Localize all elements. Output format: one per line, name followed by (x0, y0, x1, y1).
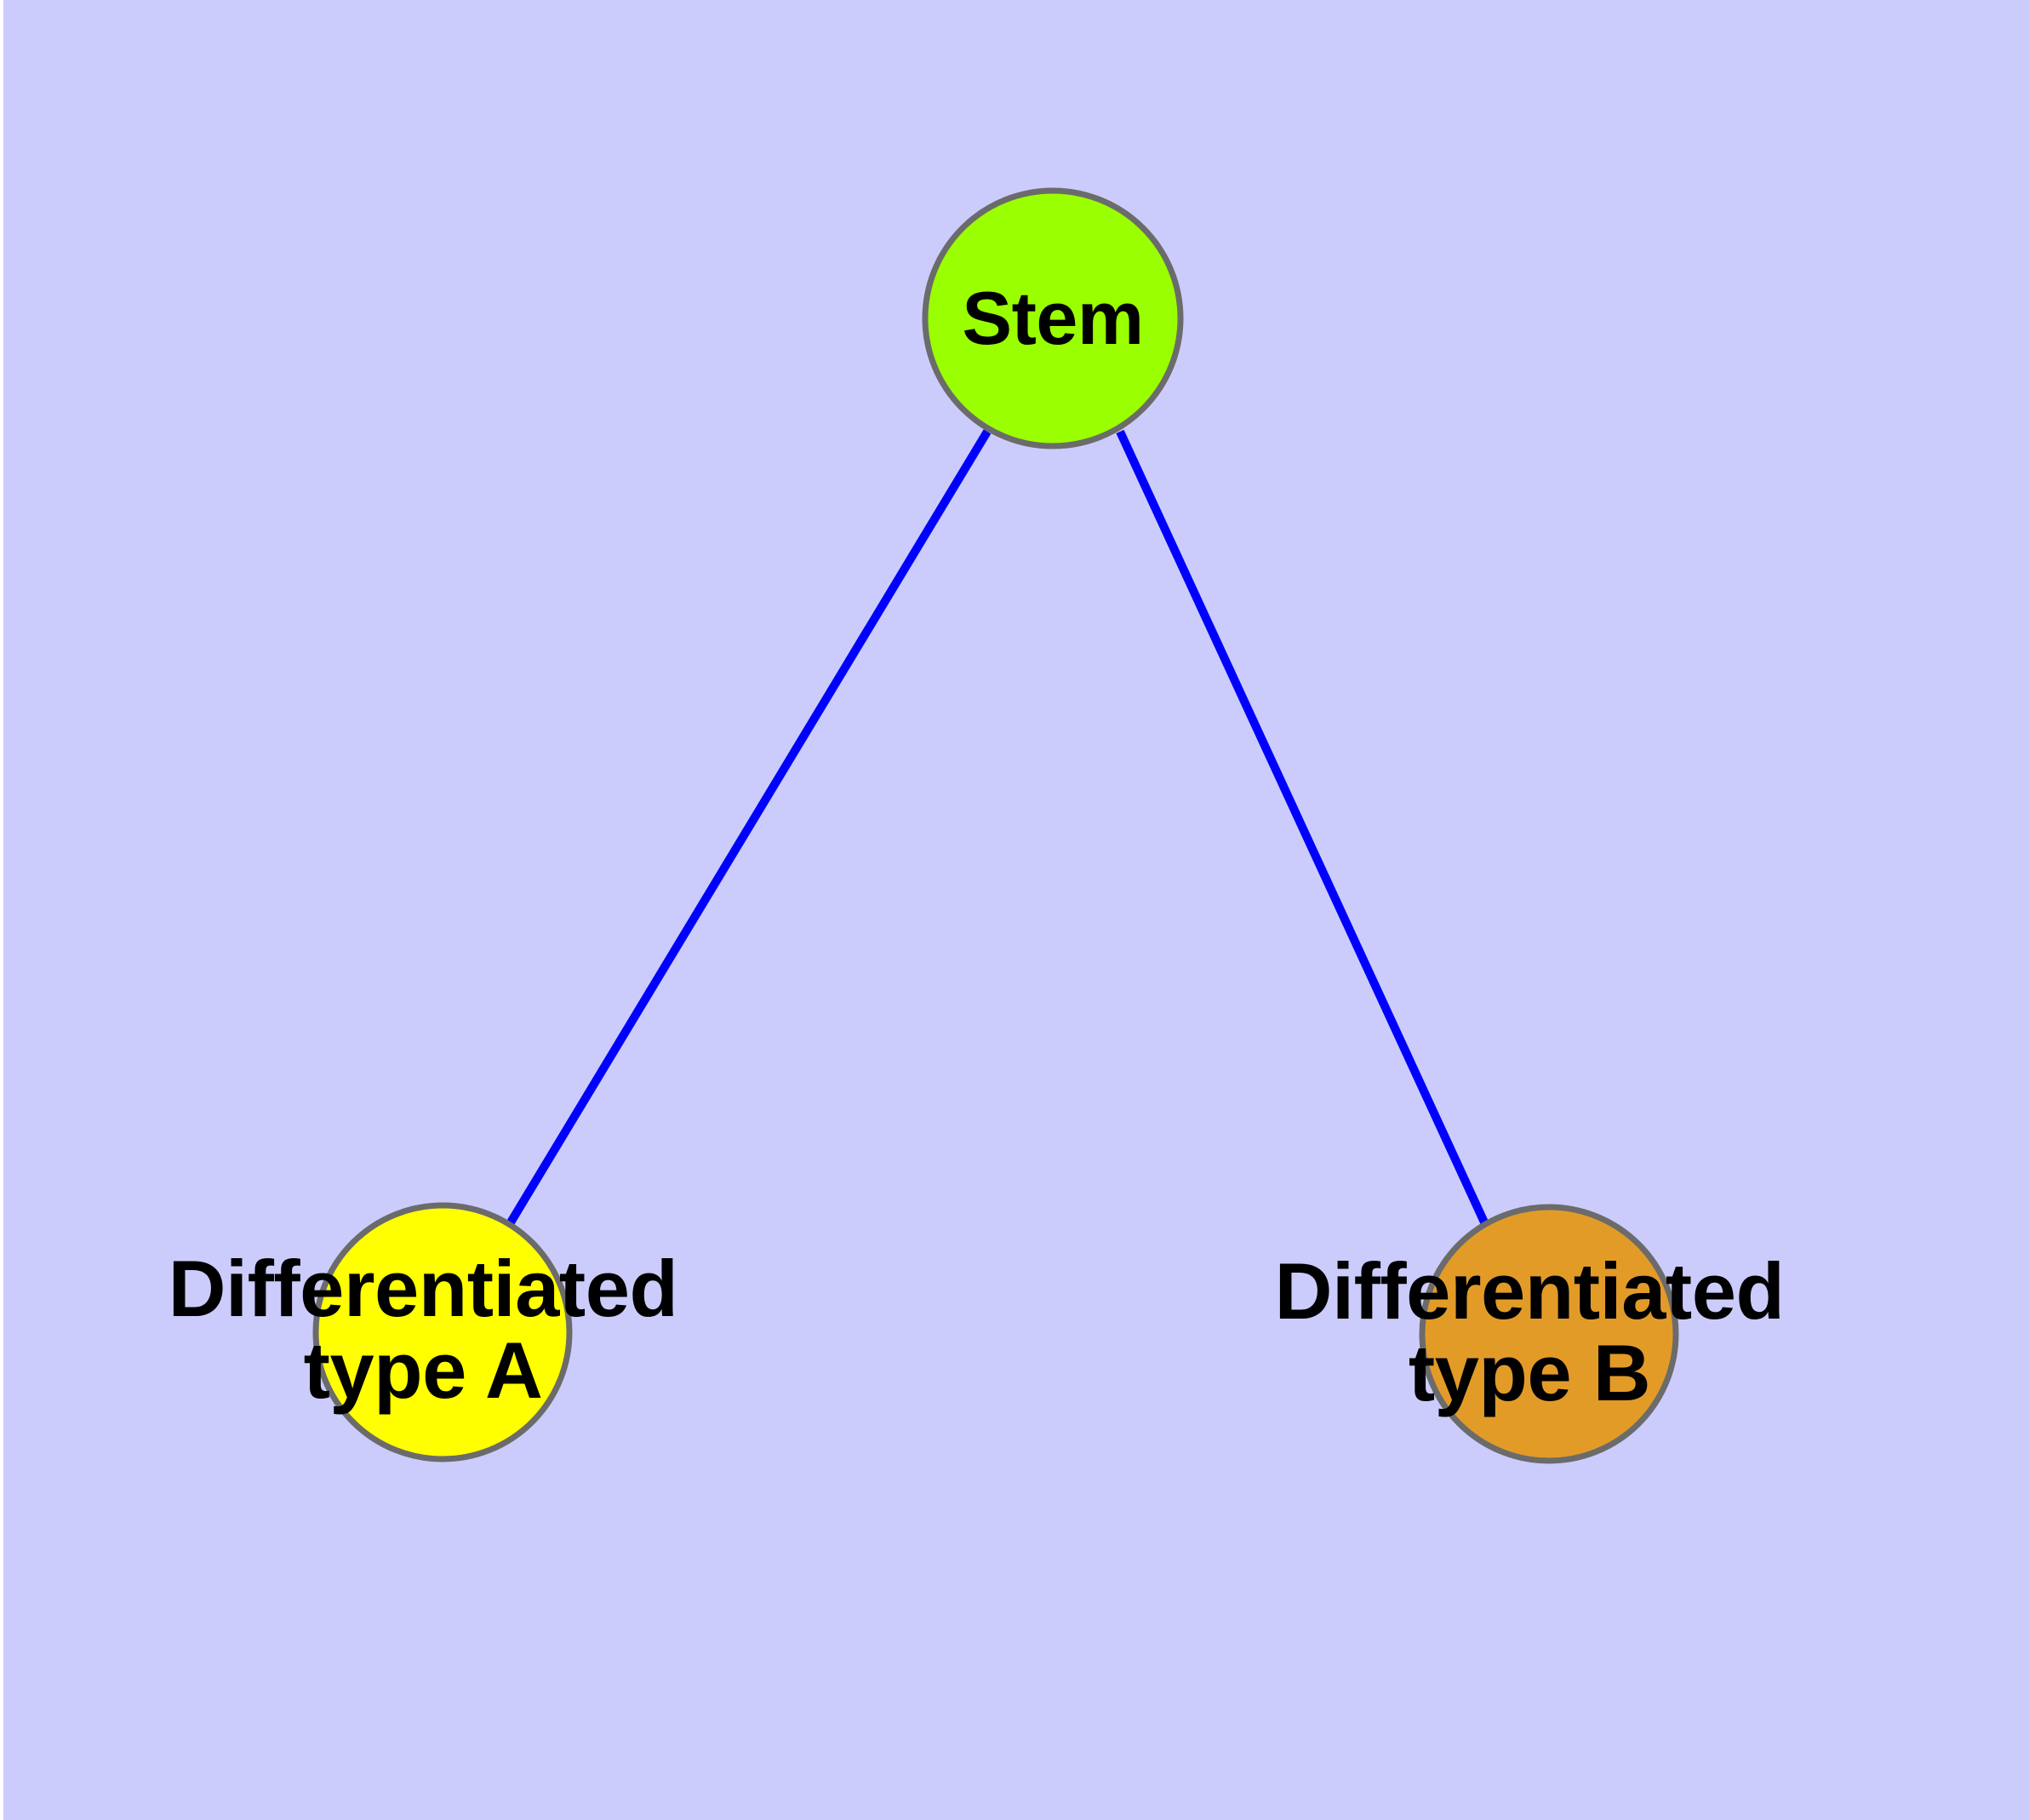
edge-stem-to-differentiated-type-b[interactable] (1116, 429, 1489, 1227)
node-differentiated-type-a[interactable] (312, 1202, 573, 1462)
node-differentiated-type-b[interactable] (1419, 1204, 1679, 1464)
edge-layer (506, 429, 1489, 1227)
node-layer (312, 187, 1679, 1464)
edge-stem-to-differentiated-type-a[interactable] (506, 429, 992, 1225)
node-stem[interactable] (922, 187, 1184, 449)
